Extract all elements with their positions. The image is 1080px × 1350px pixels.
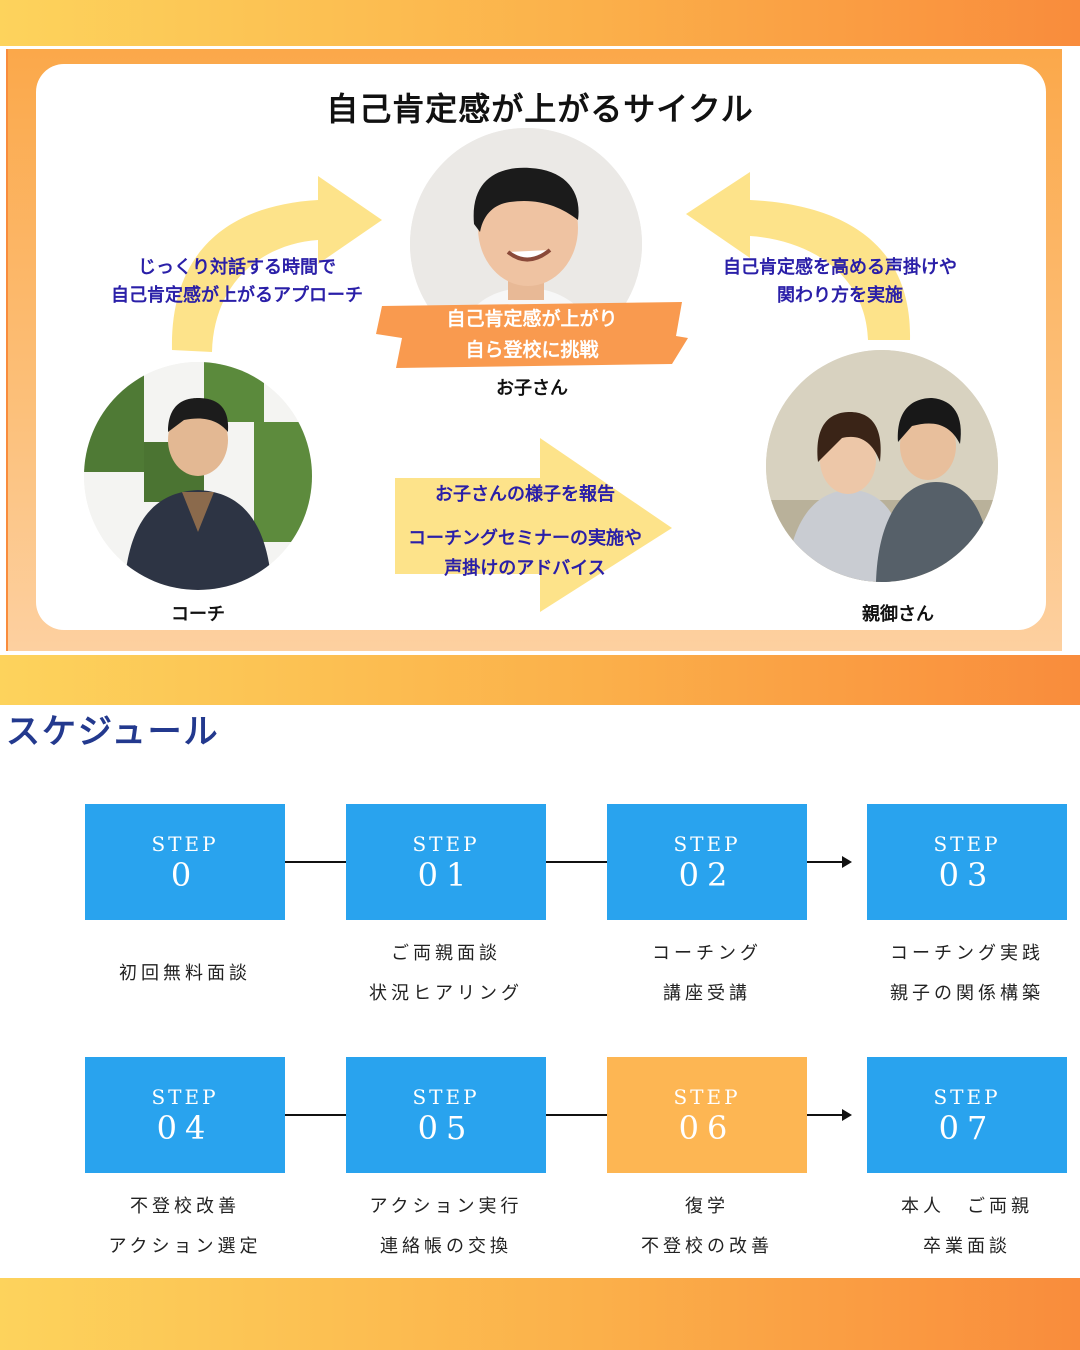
arrow-parents-to-child (686, 172, 911, 340)
coach-to-child-line1: じっくり対話する時間で (138, 257, 336, 278)
child-banner-line1: 自己肯定感が上がり (446, 308, 618, 330)
parents-to-child-line1: 自己肯定感を高める声掛けや (723, 257, 957, 278)
top-gradient-band (0, 0, 1080, 46)
step-number: 07 (938, 1109, 996, 1147)
coach-label: コーチ (171, 604, 225, 625)
coach-to-child-line2: 自己肯定感が上がるアプローチ (111, 285, 363, 306)
step-desc-line1: 復学 (685, 1196, 729, 1217)
step-word: STEP (933, 1085, 1001, 1109)
step-desc-line2: 状況ヒアリング (369, 983, 523, 1004)
step-desc-3: コーチング実践 親子の関係構築 (847, 934, 1080, 1014)
step-desc-line2: 卒業面談 (923, 1236, 1011, 1257)
child-banner (376, 302, 688, 368)
step-number: 03 (938, 856, 996, 894)
step-box-5: STEP 05 (346, 1057, 546, 1173)
step-word: STEP (151, 1085, 219, 1109)
step-word: STEP (933, 832, 1001, 856)
step-desc-0: 初回無料面談 (65, 954, 305, 994)
step-desc-line2: アクション選定 (108, 1236, 262, 1257)
step-word: STEP (673, 1085, 741, 1109)
step-box-7: STEP 07 (867, 1057, 1067, 1173)
step-word: STEP (673, 832, 741, 856)
step-desc-line2: 講座受講 (663, 983, 751, 1004)
arrowhead-2-3 (842, 856, 852, 868)
step-number: 01 (417, 856, 475, 894)
arrow-coach-to-parents (395, 438, 672, 612)
connector-4-5 (285, 1114, 346, 1116)
coach-to-parents-line2: コーチングセミナーの実施や (408, 528, 642, 549)
step-number: 04 (156, 1109, 214, 1147)
step-box-6-highlight: STEP 06 (607, 1057, 807, 1173)
step-desc-line1: 本人 ご両親 (901, 1196, 1033, 1217)
step-desc-line1: 初回無料面談 (119, 963, 251, 984)
connector-1-2 (546, 861, 607, 863)
connector-6-7 (807, 1114, 843, 1116)
step-number: 06 (678, 1109, 736, 1147)
step-box-1: STEP 01 (346, 804, 546, 920)
step-desc-line1: コーチング (652, 943, 762, 964)
step-desc-line1: 不登校改善 (130, 1196, 240, 1217)
parents-to-child-line2: 関わり方を実施 (777, 285, 903, 306)
step-desc-line1: ご両親面談 (391, 943, 501, 964)
cycle-arrows (171, 172, 911, 612)
arrow-coach-to-child (171, 176, 382, 352)
middle-gradient-band (0, 655, 1080, 705)
step-number: 0 (170, 856, 200, 894)
step-box-3: STEP 03 (867, 804, 1067, 920)
bottom-gradient-band (0, 1278, 1080, 1350)
coach-to-parents-message: お子さんの様子を報告 コーチングセミナーの実施や 声掛けのアドバイス (380, 480, 670, 584)
step-desc-2: コーチング 講座受講 (587, 934, 827, 1014)
step-desc-line1: コーチング実践 (890, 943, 1044, 964)
step-desc-7: 本人 ご両親 卒業面談 (847, 1187, 1080, 1267)
step-desc-line1: アクション実行 (369, 1196, 523, 1217)
step-box-0: STEP 0 (85, 804, 285, 920)
step-desc-6: 復学 不登校の改善 (587, 1187, 827, 1267)
parents-photo (766, 350, 998, 582)
step-desc-line2: 不登校の改善 (641, 1236, 773, 1257)
connector-2-3 (807, 861, 843, 863)
step-word: STEP (412, 832, 480, 856)
child-banner-line2: 自ら登校に挑戦 (465, 339, 599, 361)
arrowhead-6-7 (842, 1109, 852, 1121)
step-desc-5: アクション実行 連絡帳の交換 (326, 1187, 566, 1267)
child-banner-text: 自己肯定感が上がり 自ら登校に挑戦 (376, 304, 688, 366)
step-desc-line2: 親子の関係構築 (890, 983, 1044, 1004)
coach-to-parents-line3: 声掛けのアドバイス (444, 558, 606, 579)
step-desc-1: ご両親面談 状況ヒアリング (326, 934, 566, 1014)
coach-to-child-message: じっくり対話する時間で 自己肯定感が上がるアプローチ (92, 254, 382, 310)
connector-5-6 (546, 1114, 607, 1116)
parents-label: 親御さん (862, 604, 934, 625)
cycle-title: 自己肯定感が上がるサイクル (326, 90, 754, 128)
child-label: お子さん (496, 378, 568, 399)
step-number: 02 (678, 856, 736, 894)
parents-to-child-message: 自己肯定感を高める声掛けや 関わり方を実施 (700, 254, 980, 310)
coach-to-parents-line1: お子さんの様子を報告 (435, 484, 615, 505)
step-desc-4: 不登校改善 アクション選定 (65, 1187, 305, 1267)
connector-0-1 (285, 861, 346, 863)
step-box-4: STEP 04 (85, 1057, 285, 1173)
step-box-2: STEP 02 (607, 804, 807, 920)
schedule-title: スケジュール (6, 712, 220, 752)
step-word: STEP (412, 1085, 480, 1109)
step-number: 05 (417, 1109, 475, 1147)
step-desc-line2: 連絡帳の交換 (380, 1236, 512, 1257)
coach-photo (84, 362, 312, 590)
step-word: STEP (151, 832, 219, 856)
